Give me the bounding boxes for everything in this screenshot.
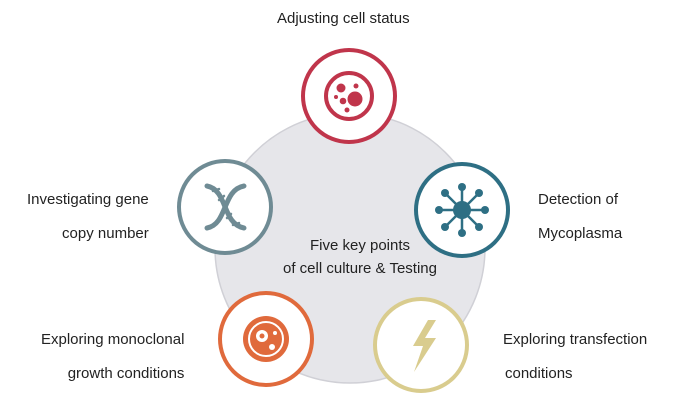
label-line: Mycoplasma [538, 225, 623, 242]
label-line: growth conditions [67, 365, 185, 382]
node-mycoplasma [414, 162, 510, 258]
label-transfection: Exploring transfection conditions [503, 323, 647, 391]
label-line: Adjusting cell status [277, 10, 410, 27]
node-transfection [373, 297, 469, 393]
label-line: conditions [505, 365, 573, 382]
dna-icon [204, 183, 247, 231]
center-title-line: of cell culture & Testing [283, 260, 437, 277]
cell-icon [324, 71, 374, 121]
node-gene-copy [177, 159, 273, 255]
label-cell-status: Adjusting cell status [277, 2, 410, 36]
label-monoclonal: Exploring monoclonal growth conditions [41, 323, 184, 391]
label-line: Investigating gene [27, 191, 149, 208]
label-line: Detection of [538, 191, 619, 208]
label-line: copy number [62, 225, 149, 242]
label-line: Exploring transfection [503, 331, 648, 348]
center-title: Five key points of cell culture & Testin… [260, 234, 460, 280]
virus-icon [435, 183, 489, 237]
center-title-line: Five key points [309, 237, 411, 254]
node-monoclonal [218, 291, 314, 387]
label-line: Exploring monoclonal [41, 331, 185, 348]
label-gene-copy: Investigating gene copy number [27, 183, 149, 251]
label-mycoplasma: Detection of Mycoplasma [538, 183, 622, 251]
culture-dish-icon [243, 316, 289, 362]
node-cell-status [301, 48, 397, 144]
lightning-icon [413, 320, 436, 372]
